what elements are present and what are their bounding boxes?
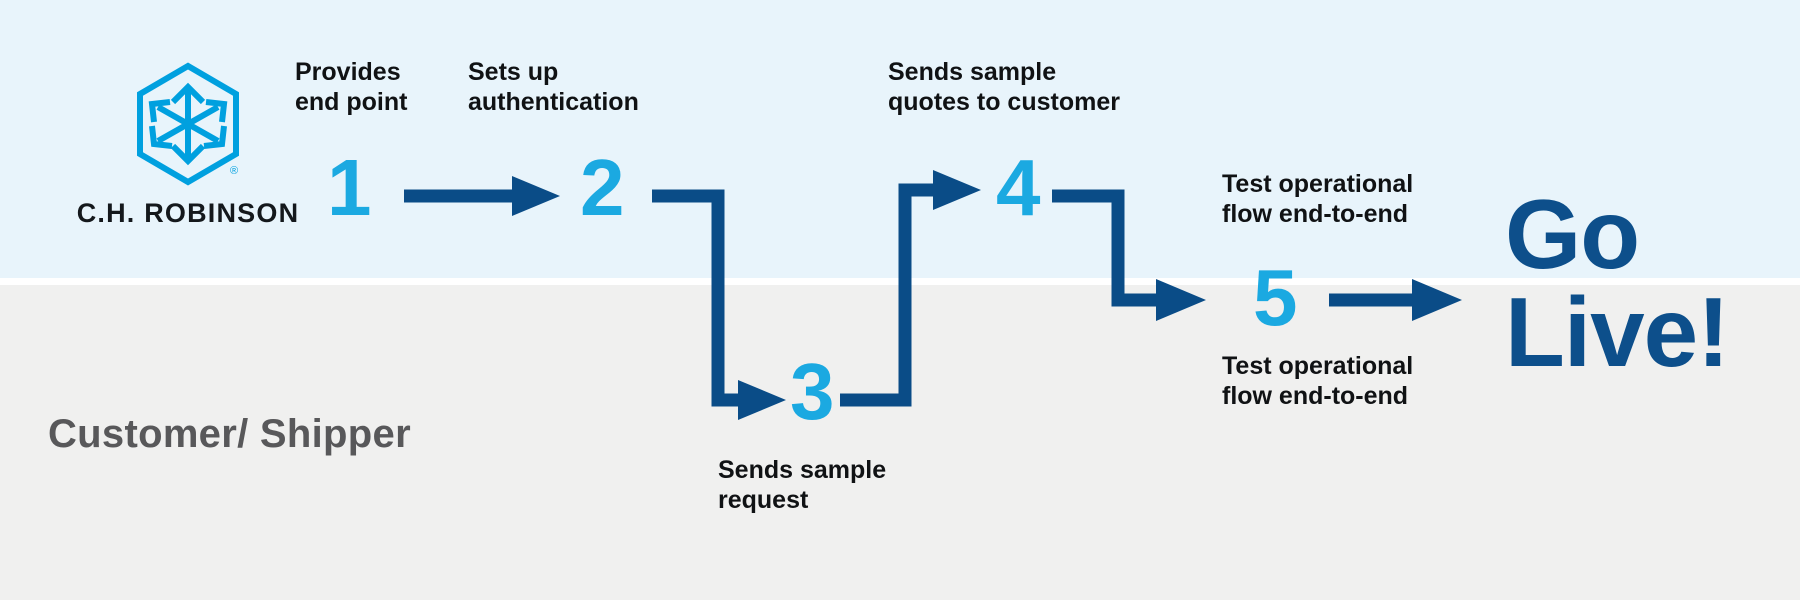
step-1-number: 1 (327, 143, 372, 232)
brand-wordmark: C.H. ROBINSON (76, 198, 300, 228)
lane-label-customer-shipper: Customer/ Shipper (48, 412, 411, 456)
go-live-outcome: Go Live! (1505, 179, 1730, 387)
step-5-number: 5 (1253, 253, 1298, 342)
step-5-caption-above: Test operational flow end-to-end (1222, 170, 1414, 228)
registered-trademark-icon: ® (230, 165, 238, 177)
step-4-number: 4 (996, 143, 1041, 232)
step-2-number: 2 (580, 143, 625, 232)
step-2-caption: Sets up authentication (468, 58, 639, 116)
step-4-caption: Sends sample quotes to customer (888, 58, 1120, 116)
step-1-caption: Provides end point (295, 58, 408, 116)
step-3-number: 3 (790, 347, 835, 436)
step-3-caption: Sends sample request (718, 456, 887, 514)
step-5-caption-below: Test operational flow end-to-end (1222, 352, 1414, 410)
hexagon-arrows-logo-icon: ® (137, 62, 239, 186)
brand-logo: ® C.H. ROBINSON (48, 62, 328, 229)
